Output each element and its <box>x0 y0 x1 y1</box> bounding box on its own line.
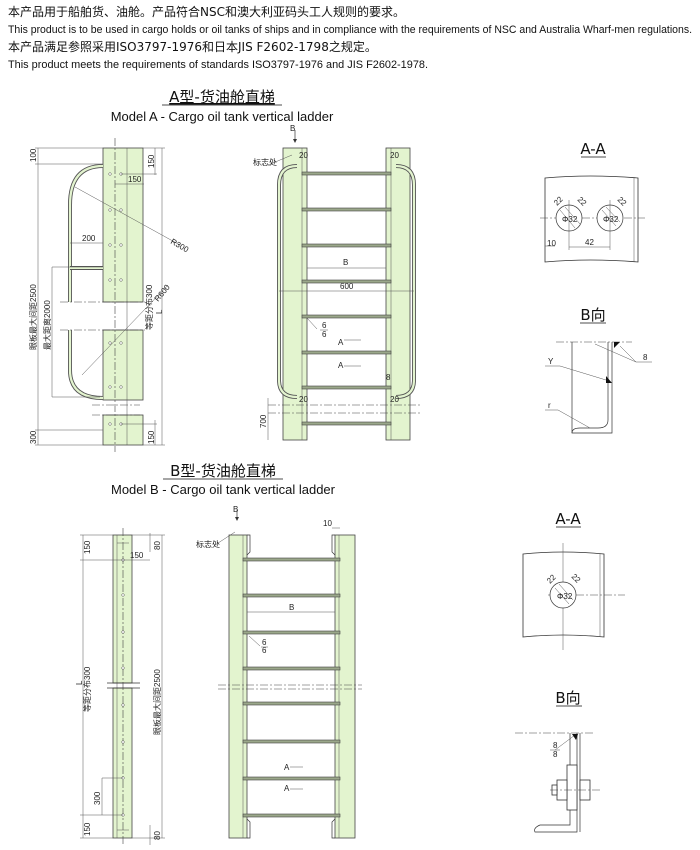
view-b-title: B向 <box>580 306 605 324</box>
dim-equal-spacing: 等距分布300 <box>144 284 154 330</box>
dim-10: 10 <box>323 519 332 528</box>
weld-symbol-bottom: 8 <box>553 750 558 759</box>
dim-42: 42 <box>585 238 594 247</box>
model-b-title: B型-货油舱直梯 Model B - Cargo oil tank vertic… <box>111 462 336 497</box>
section-a-marker: A <box>338 361 344 370</box>
model-b-view-b: B向 8 8 <box>515 689 600 833</box>
rung <box>301 207 392 212</box>
dim-8: 8 <box>386 373 391 382</box>
rung <box>242 630 341 635</box>
model-a-section-aa: A-A 22 22 22 Φ32 Φ32 10 42 <box>540 140 645 263</box>
dim-150-horizontal: 150 <box>128 175 142 184</box>
weld-symbol-top: 6 <box>322 321 327 330</box>
dim-B: B <box>343 258 348 267</box>
model-b-section-aa: A-A 22 22 Φ32 <box>522 510 625 650</box>
dim-L: L <box>75 680 84 685</box>
view-b-marker: B <box>290 124 295 133</box>
dim-L: L <box>155 309 164 314</box>
rung <box>301 279 392 284</box>
section-aa-title: A-A <box>580 140 606 158</box>
dim-20: 20 <box>390 395 399 404</box>
rung <box>242 776 341 781</box>
rung <box>301 385 392 390</box>
dim-600: 600 <box>340 282 354 291</box>
dim-diameter: Φ32 <box>557 592 573 601</box>
dim-r-top: R300 <box>169 237 191 255</box>
dim-150-top: 150 <box>147 154 156 168</box>
view-b-marker: B <box>233 505 238 514</box>
mark-label: 标志处 <box>196 539 220 549</box>
model-a-rungs <box>301 171 392 426</box>
dim-150-horizontal: 150 <box>130 551 144 560</box>
dim-80-bottom: 80 <box>153 831 162 840</box>
section-a-marker: A <box>338 338 344 347</box>
section-aa-title: A-A <box>555 510 581 528</box>
model-a-title-en: Model A - Cargo oil tank vertical ladder <box>111 109 334 124</box>
dim-10: 10 <box>547 239 556 248</box>
model-b-front-view: B 标志处 10 B 6 6 A A <box>196 505 362 839</box>
weld-symbol-bottom: 6 <box>262 646 267 655</box>
view-b-title: B向 <box>555 689 580 707</box>
dim-20: 20 <box>390 151 399 160</box>
model-b-side-view: 150 80 150 L 等距分布300 眼板最大间距2500 300 150 … <box>75 528 165 845</box>
rung <box>301 350 392 355</box>
dim-eye-plate-max: 眼板最大间距2500 <box>28 284 38 350</box>
model-a-side-view: 100 150 150 R300 200 眼板最大间距2500 最大距离2000… <box>28 138 191 452</box>
model-b-title-en: Model B - Cargo oil tank vertical ladder <box>111 482 336 497</box>
dim-200: 200 <box>82 234 96 243</box>
rung <box>242 666 341 671</box>
rung <box>242 739 341 744</box>
weld-8: 8 <box>643 353 648 362</box>
dim-diameter: Φ32 <box>603 215 619 224</box>
dim-eye-plate-max: 眼板最大间距2500 <box>152 669 162 735</box>
model-a-view-b: B向 8 Y r <box>545 306 652 434</box>
dim-300: 300 <box>93 791 102 805</box>
dim-700: 700 <box>259 414 268 428</box>
dim-diameter: Φ32 <box>562 215 578 224</box>
dim-100-top: 100 <box>29 148 38 162</box>
rung <box>301 314 392 319</box>
dim-20: 20 <box>299 151 308 160</box>
rung <box>301 243 392 248</box>
mark-label: 标志处 <box>253 157 277 167</box>
dim-80-top: 80 <box>153 541 162 550</box>
model-b-rungs <box>242 557 341 818</box>
intro-line-cn-1: 本产品用于船舶货、油舱。产品符合NSC和澳大利亚码头工人规则的要求。 <box>8 4 405 19</box>
intro-line-cn-2: 本产品满足参照采用ISO3797-1976和日本JIS F2602-1798之规… <box>8 39 377 54</box>
intro-line-en-1: This product is to be used in cargo hold… <box>8 24 692 36</box>
weld-symbol-top: 6 <box>262 638 267 647</box>
dim-150-bottom: 150 <box>83 822 92 836</box>
rung <box>242 813 341 818</box>
model-a-title-cn: A型-货油舱直梯 <box>169 88 275 106</box>
rung <box>242 593 341 598</box>
dim-150-bottom: 150 <box>147 430 156 444</box>
dim-B: B <box>289 603 294 612</box>
rung <box>301 421 392 426</box>
dim-equal-spacing: 等距分布300 <box>82 666 92 712</box>
label-Y: Y <box>548 357 554 366</box>
weld-symbol-top: 8 <box>553 741 558 750</box>
dim-20: 20 <box>299 395 308 404</box>
label-r: r <box>548 401 551 410</box>
dim-300-bottom: 300 <box>29 430 38 444</box>
dim-r-bottom: R600 <box>153 282 173 303</box>
section-a-marker: A <box>284 784 290 793</box>
model-b-title-cn: B型-货油舱直梯 <box>170 462 276 480</box>
rung <box>301 171 392 176</box>
intro-line-en-2: This product meets the requirements of s… <box>8 59 428 71</box>
rung <box>242 557 341 562</box>
model-a-front-view: B 标志处 20 20 20 20 B 600 6 6 A A 8 700 <box>253 124 420 441</box>
intro-text: 本产品用于船舶货、油舱。产品符合NSC和澳大利亚码头工人规则的要求。 This … <box>8 4 692 71</box>
dim-max-distance: 最大距离2000 <box>42 300 52 350</box>
section-a-marker: A <box>284 763 290 772</box>
weld-symbol-bottom: 6 <box>322 330 327 339</box>
dim-150-top: 150 <box>83 540 92 554</box>
model-a-title: A型-货油舱直梯 Model A - Cargo oil tank vertic… <box>111 88 334 124</box>
rung <box>242 701 341 706</box>
